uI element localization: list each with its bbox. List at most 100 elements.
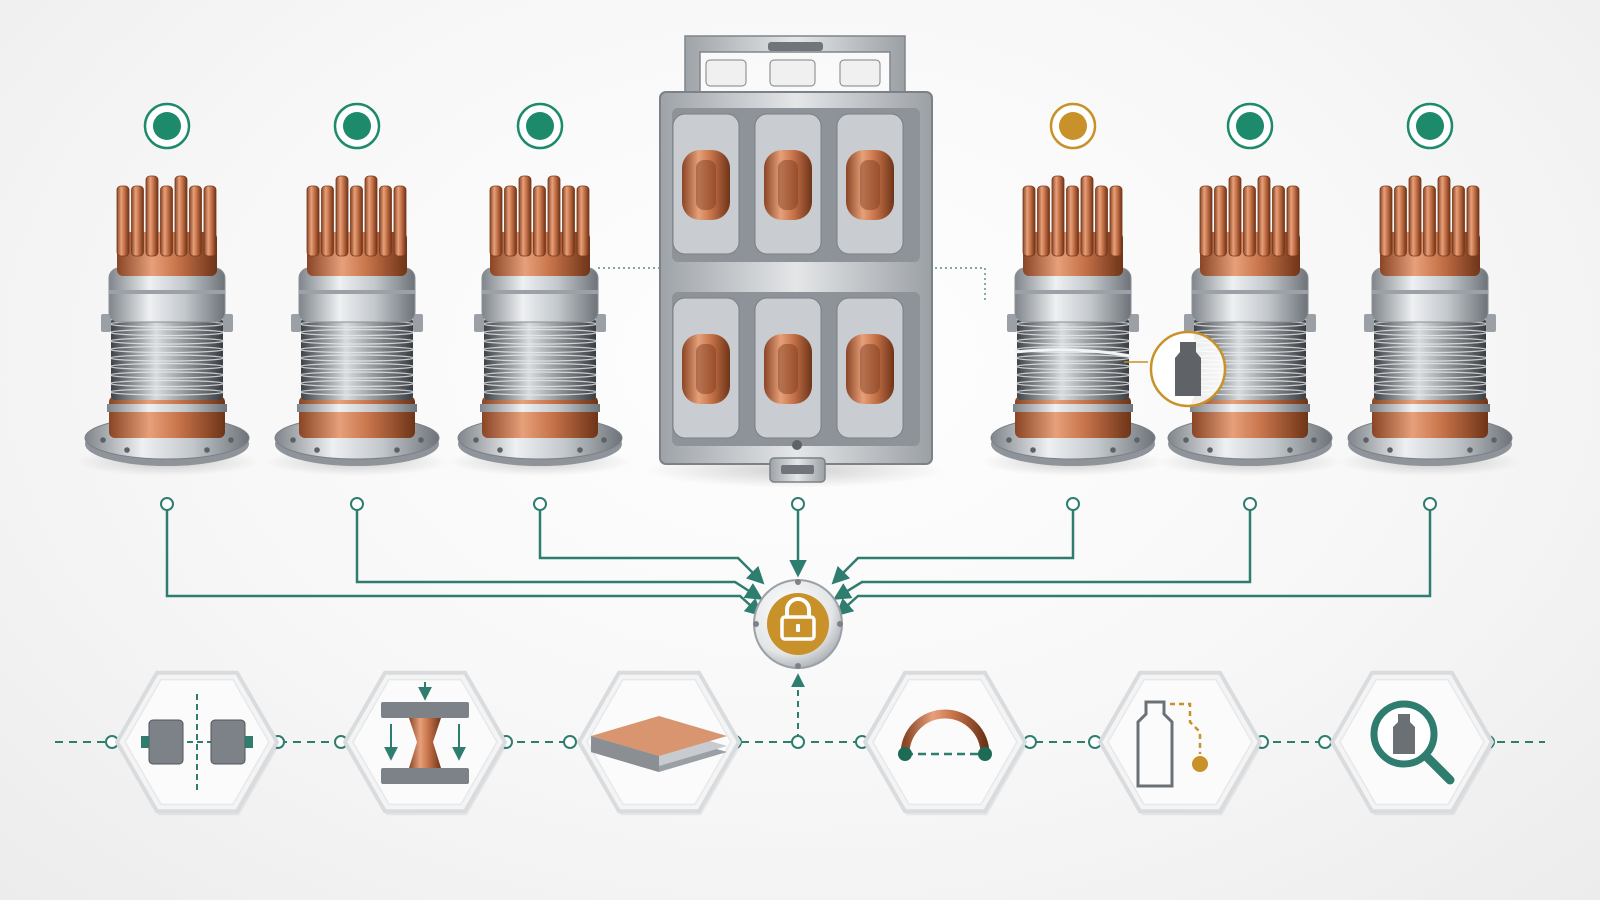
spring-coil	[482, 379, 598, 388]
flange-bolt-hole	[290, 437, 296, 443]
crown-finger	[1466, 185, 1480, 257]
collar-groove	[1015, 290, 1131, 294]
crown-finger	[1199, 185, 1213, 257]
flange-bolt-hole	[473, 437, 479, 443]
crown-finger	[1394, 185, 1407, 257]
slot-contact-inner	[860, 160, 880, 210]
spring-coil	[1372, 379, 1488, 388]
slot-copper-contact	[764, 334, 812, 404]
base-band	[480, 404, 600, 412]
crown-finger	[189, 185, 202, 257]
arc-measure-icon	[898, 709, 992, 761]
spring-coil	[299, 379, 415, 388]
flange-bolt-hole	[577, 447, 583, 453]
handle-window-1	[705, 59, 747, 87]
status-dot	[1236, 112, 1264, 140]
chain-node	[1318, 735, 1332, 749]
status-dot	[153, 112, 181, 140]
flow-line-contact-3	[538, 506, 765, 585]
process-step-3	[576, 670, 742, 816]
base-band	[1190, 404, 1310, 412]
spring-coil	[1372, 388, 1488, 396]
flange-bolt-hole	[1387, 447, 1393, 453]
housing-slots	[672, 113, 904, 439]
slot-contact-inner	[778, 344, 798, 394]
crown-finger	[1423, 185, 1436, 257]
flow-line-contact-5	[833, 506, 1252, 600]
status-indicator	[333, 102, 381, 150]
crown-finger	[1022, 185, 1036, 257]
process-step-4	[862, 670, 1028, 816]
copper-base-ring	[1015, 396, 1131, 438]
flow-node	[1423, 497, 1437, 511]
status-dot	[343, 112, 371, 140]
contact-4	[981, 102, 1165, 476]
flange-bolt-hole	[100, 437, 106, 443]
flange-bolt-hole	[314, 447, 320, 453]
crown-finger	[1286, 185, 1300, 257]
spring-coil	[482, 354, 598, 362]
flange-bolt-hole	[1287, 447, 1293, 453]
flow-node	[1066, 497, 1080, 511]
crown-finger	[160, 185, 173, 257]
side-clip	[1184, 314, 1194, 332]
chain-node	[791, 735, 805, 749]
hub-bolt	[795, 579, 801, 585]
process-step-6	[1329, 670, 1495, 816]
hub-bolt	[753, 621, 759, 627]
crown-finger	[1272, 185, 1285, 257]
crown-finger	[1408, 175, 1422, 257]
housing-slot-lower-1	[672, 297, 740, 439]
slot-copper-contact	[764, 150, 812, 220]
latch-slot	[781, 465, 814, 474]
crown-finger	[1452, 185, 1465, 257]
flange-bolt-hole	[1207, 447, 1213, 453]
silver-collar	[108, 267, 226, 323]
crown-finger	[576, 185, 590, 257]
flange-bolt-hole	[497, 447, 503, 453]
housing-slot-upper-3	[836, 113, 904, 255]
inspection-callout	[1124, 330, 1227, 408]
status-indicator	[1226, 102, 1274, 150]
slot-contact-inner	[696, 344, 716, 394]
spring-coil	[109, 362, 225, 371]
crown-finger	[321, 185, 334, 257]
flange-bolt-hole	[418, 437, 424, 443]
crown-finger	[518, 175, 532, 257]
crown-finger	[1214, 185, 1227, 257]
copper-base-ring	[482, 396, 598, 438]
side-clip	[291, 314, 301, 332]
spring-coil	[1015, 362, 1131, 371]
contact-6	[1338, 102, 1522, 476]
silver-collar	[1191, 267, 1309, 323]
crown-finger	[116, 185, 130, 257]
spring-coil	[1372, 345, 1488, 354]
collar-groove	[1192, 290, 1308, 294]
hex-inner	[872, 678, 1018, 806]
base-band	[297, 404, 417, 412]
flange-bolt-hole	[204, 447, 210, 453]
status-dot	[526, 112, 554, 140]
status-dot	[1416, 112, 1444, 140]
lock-icon	[780, 597, 816, 641]
press-compression-icon	[381, 682, 469, 784]
side-clip	[1007, 314, 1017, 332]
spring-coil	[109, 354, 225, 362]
flange-bolt-hole	[1311, 437, 1317, 443]
crown-finger	[393, 185, 407, 257]
link-dotted-right	[910, 267, 986, 300]
process-chain	[55, 670, 1545, 816]
crown-finger	[174, 175, 188, 257]
side-clip	[223, 314, 233, 332]
spring-coil	[299, 354, 415, 362]
crown-finger	[1095, 185, 1108, 257]
base-band	[107, 404, 227, 412]
inspection-magnifier-icon	[1370, 700, 1455, 785]
chain-node	[563, 735, 577, 749]
copper-base-ring	[1192, 396, 1308, 438]
flange-bolt-hole	[1363, 437, 1369, 443]
spring-coil	[1015, 388, 1131, 396]
crown-finger	[489, 185, 503, 257]
spring-coil	[1015, 337, 1131, 345]
base-band	[1370, 404, 1490, 412]
